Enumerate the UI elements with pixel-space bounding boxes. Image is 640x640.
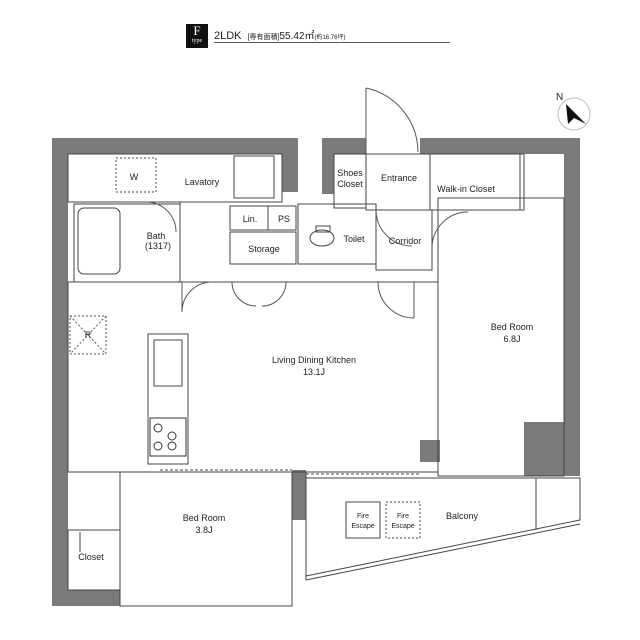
compass-north-label: N (556, 92, 563, 103)
label-bedroom-2: Bed Room (183, 513, 226, 523)
label-balcony: Balcony (446, 511, 479, 521)
compass-rose: N (556, 92, 591, 131)
label-storage: Storage (248, 244, 280, 254)
area-tsubo: (約16.76坪) (314, 35, 346, 41)
area-label: [専有面積] (247, 34, 280, 41)
plan-header: 2LDK [専有面積]55.42㎡(約16.76坪) (214, 27, 345, 42)
label-fridge: R (85, 330, 92, 340)
door-swings (147, 87, 469, 319)
header-rule (214, 42, 450, 43)
label-fire-escape-1a: Fire (357, 513, 369, 520)
label-bath-size: (1317) (145, 241, 171, 251)
label-lavatory: Lavatory (185, 177, 220, 187)
type-badge: F type (186, 24, 208, 48)
label-entrance: Entrance (381, 173, 417, 183)
label-fire-escape-2b: Escape (391, 523, 414, 530)
type-word: type (191, 38, 203, 44)
label-bedroom-2-size: 3.8J (195, 525, 212, 535)
interior-walls (67, 153, 581, 607)
label-shoes-closet-1: Shoes (337, 168, 363, 178)
label-walkin-closet: Walk-in Closet (437, 184, 495, 194)
fire-escape-hatches (345, 501, 421, 539)
label-shoes-closet-2: Closet (337, 179, 363, 189)
label-bedroom-1: Bed Room (491, 322, 534, 332)
outer-walls (52, 138, 580, 606)
label-corridor: Corridor (389, 236, 422, 246)
area-value: 55.42㎡ (279, 31, 315, 42)
label-bath: Bath (147, 231, 166, 241)
label-ldk-size: 13.1J (303, 367, 325, 377)
fridge-space (69, 315, 107, 355)
label-bedroom-1-size: 6.8J (503, 334, 520, 344)
type-letter: F (193, 23, 201, 38)
label-ldk: Living Dining Kitchen (272, 355, 356, 365)
label-fire-escape-1b: Escape (351, 523, 374, 530)
plan-type: 2LDK (214, 30, 242, 42)
bathtub (77, 207, 121, 275)
label-toilet: Toilet (343, 234, 365, 244)
label-ps: PS (278, 214, 290, 224)
stove-burners (149, 417, 187, 457)
label-linen: Lin. (243, 214, 258, 224)
label-closet: Closet (78, 552, 104, 562)
label-washer: W (130, 172, 139, 182)
label-fire-escape-2a: Fire (397, 513, 409, 520)
